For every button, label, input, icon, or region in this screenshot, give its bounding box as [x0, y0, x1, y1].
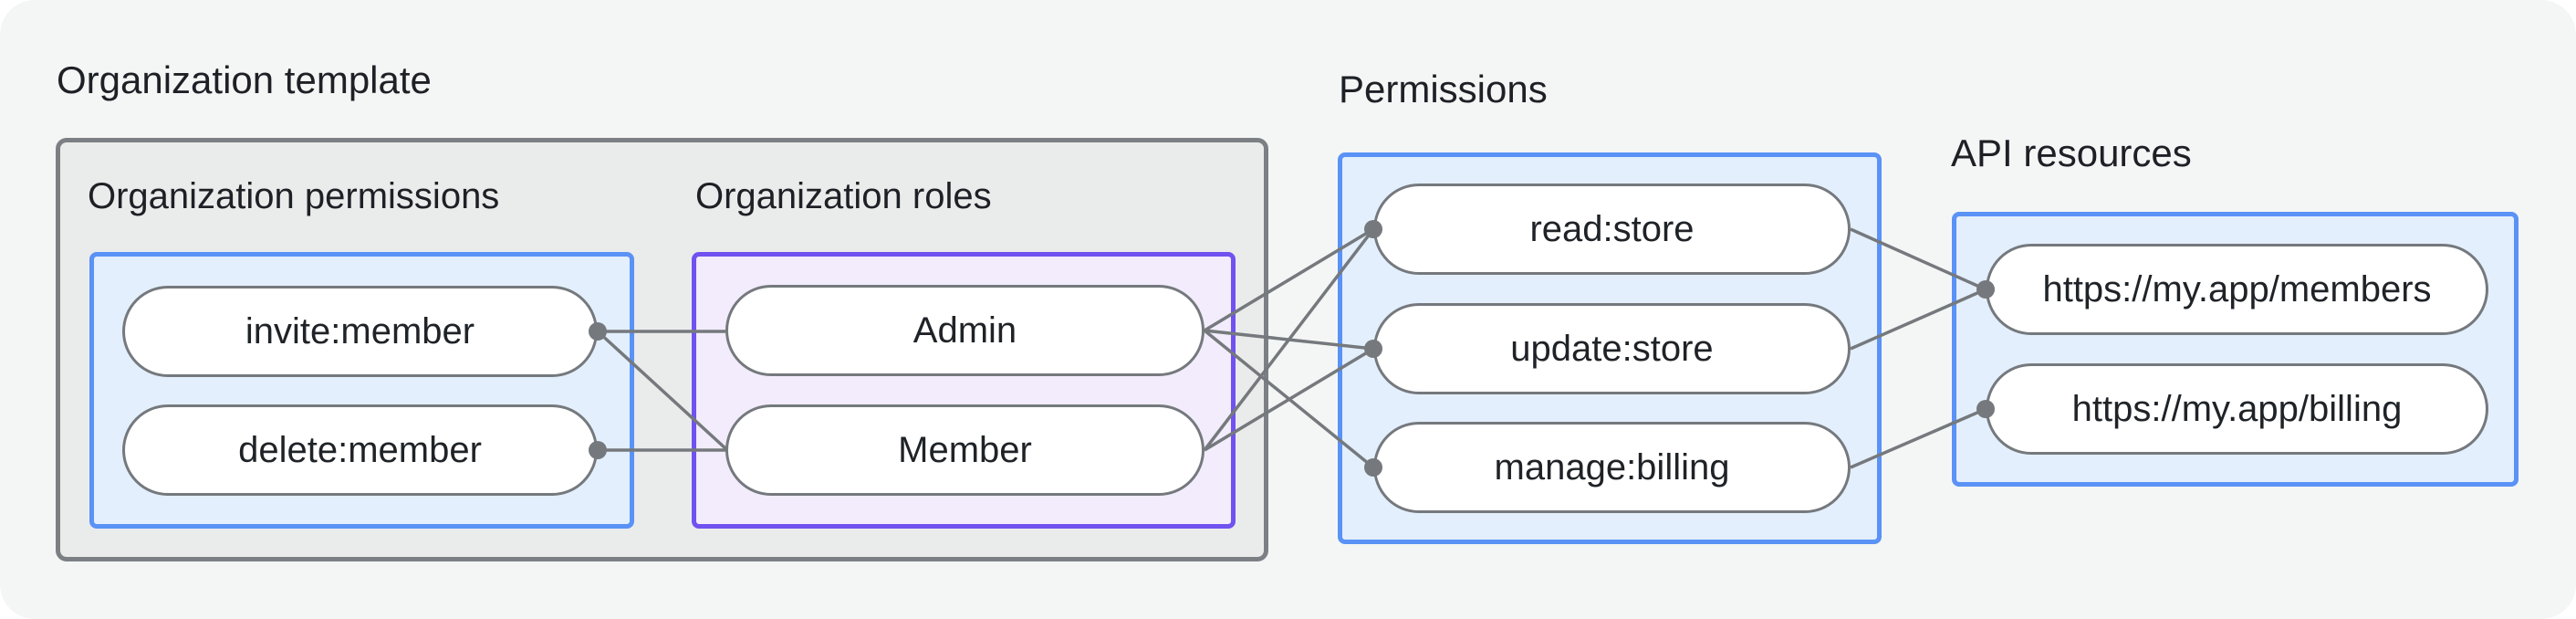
pill-members-resource: https://my.app/members: [1986, 244, 2488, 335]
pill-admin: Admin: [725, 285, 1205, 376]
organization-template-box: Organization permissions Organization ro…: [56, 138, 1268, 561]
pill-member: Member: [725, 404, 1205, 496]
api-resources-box: https://my.app/members https://my.app/bi…: [1952, 212, 2519, 487]
pill-update-store: update:store: [1373, 303, 1851, 394]
pill-delete-member: delete:member: [122, 404, 598, 496]
pill-manage-billing: manage:billing: [1373, 422, 1851, 513]
organization-permissions-heading: Organization permissions: [88, 176, 500, 216]
pill-invite-member: invite:member: [122, 286, 598, 377]
organization-template-label: Organization template: [57, 58, 432, 101]
organization-permissions-box: invite:member delete:member: [89, 252, 634, 529]
organization-roles-box: Admin Member: [692, 252, 1236, 529]
api-resources-label: API resources: [1951, 131, 2192, 174]
pill-read-store: read:store: [1373, 184, 1851, 275]
pill-billing-resource: https://my.app/billing: [1986, 363, 2488, 455]
permissions-box: read:store update:store manage:billing: [1338, 152, 1882, 544]
organization-roles-heading: Organization roles: [695, 176, 992, 216]
permissions-label: Permissions: [1339, 68, 1548, 110]
